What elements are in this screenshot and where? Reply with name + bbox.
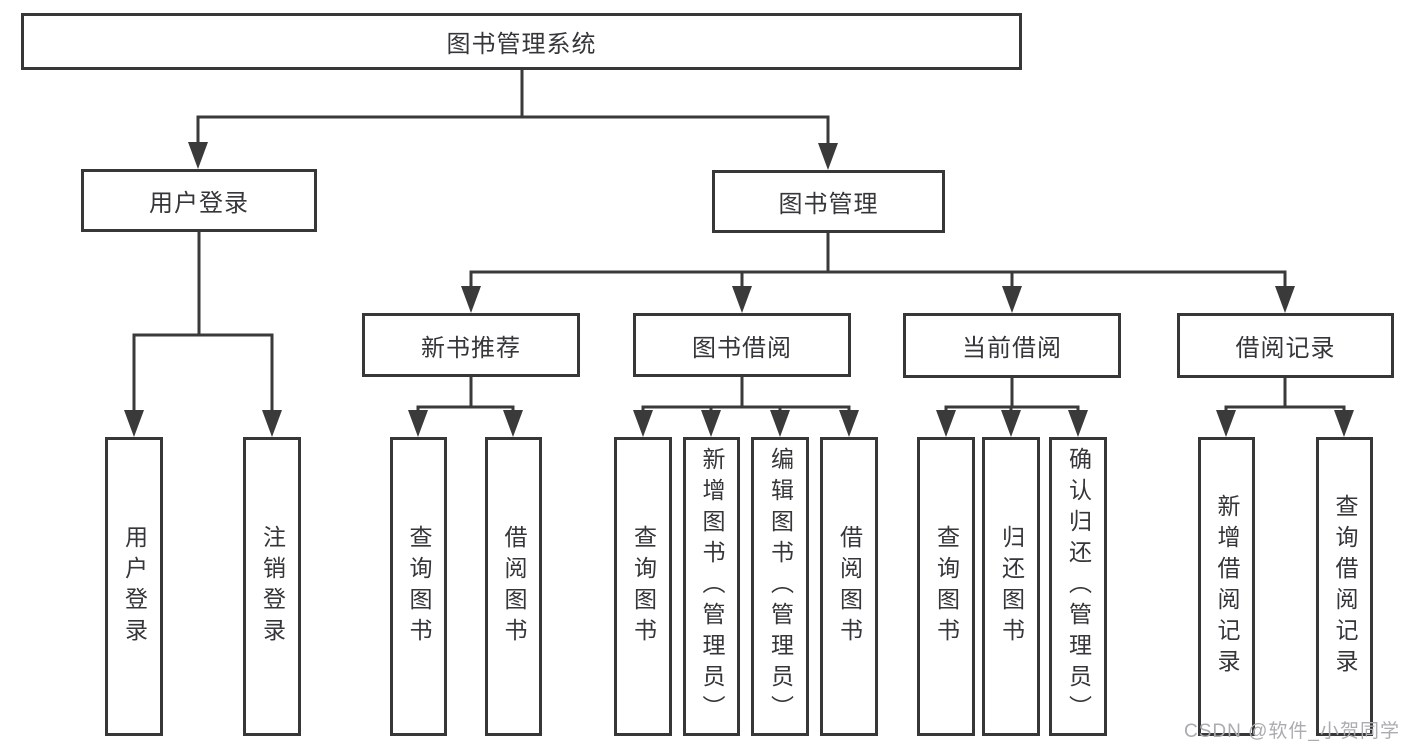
arrowhead-icon [1216,410,1236,437]
leaf-cb-query-books: 查询图书 [917,437,975,736]
node-label: 新增图书（管理员） [699,447,725,726]
node-current-borrow: 当前借阅 [903,313,1121,378]
leaf-br-query-record: 查询借阅记录 [1316,437,1373,736]
arrowhead-icon [124,410,144,437]
arrowhead-icon [770,410,790,437]
leaf-br-add-record: 新增借阅记录 [1198,437,1255,736]
arrowhead-icon [936,410,956,437]
arrowhead-icon [461,286,481,313]
arrowhead-icon [1068,410,1088,437]
arrowhead-icon [818,143,838,170]
arrowhead-icon [732,286,752,313]
node-label: 借阅图书 [501,524,527,649]
leaf-bb-query-books: 查询图书 [614,437,672,736]
arrowhead-icon [408,410,428,437]
node-label: 用户登录 [121,524,148,649]
arrowhead-icon [188,142,208,169]
node-label: 归还图书 [998,524,1025,649]
leaf-bb-add-books-admin: 新增图书（管理员） [683,437,740,736]
node-label: 查询图书 [630,524,657,649]
arrowhead-icon [1334,410,1354,437]
node-label: 查询图书 [406,524,432,649]
node-new-book-recommend: 新书推荐 [362,313,580,377]
arrowhead-icon [1275,286,1295,313]
leaf-nb-query-books: 查询图书 [390,437,447,736]
node-book-management: 图书管理 [712,170,945,233]
node-label: 确认归还（管理员） [1065,447,1092,726]
leaf-nb-borrow-books: 借阅图书 [485,437,542,736]
node-root-system: 图书管理系统 [21,13,1022,70]
node-label: 查询借阅记录 [1332,493,1358,680]
node-label: 借阅图书 [836,524,863,649]
csdn-watermark: CSDN @软件_小贺同学 [1184,721,1400,742]
leaf-logout: 注销登录 [243,437,301,736]
arrowhead-icon [1001,410,1021,437]
leaf-bb-borrow-books: 借阅图书 [820,437,878,736]
leaf-cb-confirm-return-admin: 确认归还（管理员） [1049,437,1107,736]
node-user-login: 用户登录 [81,169,317,232]
arrowhead-icon [701,410,721,437]
leaf-user-login: 用户登录 [105,437,163,736]
leaf-bb-edit-books-admin: 编辑图书（管理员） [751,437,809,736]
node-label: 编辑图书（管理员） [767,447,794,726]
arrowhead-icon [262,410,282,437]
arrowhead-icon [503,410,523,437]
arrowhead-icon [1002,286,1022,313]
arrowhead-icon [839,410,859,437]
node-borrow-records: 借阅记录 [1177,313,1394,378]
leaf-cb-return-books: 归还图书 [982,437,1040,736]
node-label: 注销登录 [259,524,286,649]
node-label: 查询图书 [933,524,960,649]
node-book-borrow: 图书借阅 [633,313,851,377]
node-label: 新增借阅记录 [1214,493,1240,680]
arrowhead-icon [633,410,653,437]
